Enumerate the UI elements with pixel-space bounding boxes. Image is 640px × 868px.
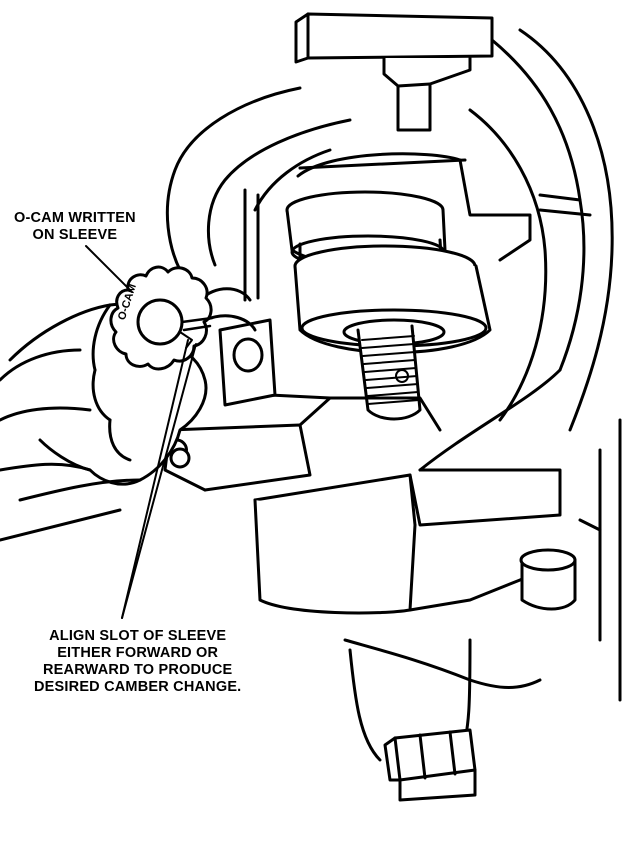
leader-slot-arrow bbox=[179, 331, 193, 349]
callout-align-slot: ALIGN SLOT OF SLEEVE EITHER FORWARD OR R… bbox=[34, 628, 241, 696]
callout-bottom-line-4: DESIRED CAMBER CHANGE. bbox=[34, 679, 242, 695]
upper-bracket bbox=[294, 12, 494, 132]
callout-bottom-line-3: REARWARD TO PRODUCE bbox=[43, 662, 233, 678]
leader-bottom-2 bbox=[121, 343, 197, 619]
o-cam-sleeve bbox=[109, 265, 214, 371]
callout-top-line-1: O-CAM WRITTEN bbox=[14, 210, 136, 226]
leader-lines bbox=[85, 245, 197, 619]
mounting-tab bbox=[169, 318, 277, 469]
leader-bottom-1 bbox=[121, 339, 189, 619]
threaded-stud bbox=[356, 324, 422, 421]
callout-o-cam-written: O-CAM WRITTEN ON SLEEVE bbox=[14, 210, 136, 244]
side-boss bbox=[519, 548, 577, 611]
callout-bottom-line-1: ALIGN SLOT OF SLEEVE bbox=[49, 628, 227, 644]
callout-bottom-line-2: EITHER FORWARD OR bbox=[57, 645, 219, 661]
lower-arm bbox=[163, 368, 622, 762]
steering-knuckle bbox=[165, 28, 614, 432]
leader-top bbox=[85, 245, 133, 293]
bottom-nut bbox=[383, 728, 477, 802]
callout-top-line-2: ON SLEEVE bbox=[32, 227, 118, 243]
